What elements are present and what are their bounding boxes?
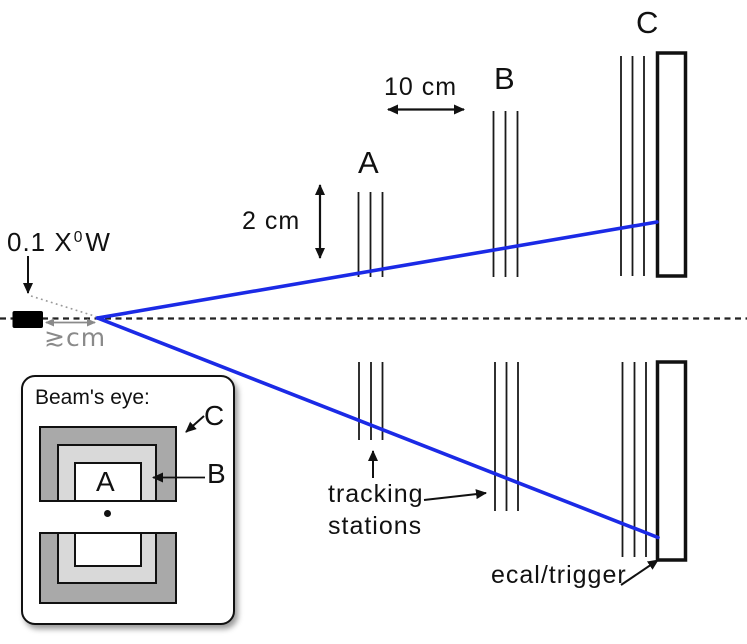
upper-track-line xyxy=(95,220,659,320)
tracking-right-arrow xyxy=(423,489,487,501)
station-b-top-planes xyxy=(492,111,519,277)
inset-b-label: B xyxy=(207,458,226,489)
beam-spot-dot xyxy=(104,510,111,517)
beams-eye-title: Beam's eye: xyxy=(35,386,150,409)
tracking-stations-caption: tracking stations xyxy=(328,478,424,542)
station-a-top-planes xyxy=(357,192,384,277)
station-b-label: B xyxy=(494,61,515,96)
ecal-bottom-rect xyxy=(655,360,688,562)
inset-a-label: A xyxy=(96,466,115,497)
ecal-trigger-caption: ecal/trigger xyxy=(491,561,627,589)
inset-station-a-bottom-rect xyxy=(74,532,142,567)
target-label-superscript: 0 xyxy=(73,229,84,247)
target-label-prefix: 0.1 X xyxy=(7,227,73,257)
station-a-label: A xyxy=(358,145,379,180)
station-a-bottom-planes xyxy=(358,362,384,440)
ecal-top-rect xyxy=(655,51,688,278)
beams-eye-inset-box xyxy=(21,375,235,625)
station-c-bottom-planes xyxy=(621,362,647,557)
inset-c-label: C xyxy=(204,400,225,431)
tracking-caption-line1: tracking xyxy=(328,480,424,508)
target-label: 0.1 X0W xyxy=(7,228,111,257)
station-b-bottom-planes xyxy=(494,362,519,511)
station-c-label: C xyxy=(636,5,659,40)
target-label-suffix: W xyxy=(85,227,111,257)
vertex-offset-label: ≳cm xyxy=(44,323,107,352)
dim-2cm-label: 2 cm xyxy=(242,207,301,235)
target-vertex-dotted-line xyxy=(30,295,97,318)
tracking-caption-line2: stations xyxy=(328,512,423,540)
dim-10cm-label: 10 cm xyxy=(384,73,458,101)
tungsten-target-block xyxy=(12,311,43,328)
station-c-top-planes xyxy=(620,56,645,276)
